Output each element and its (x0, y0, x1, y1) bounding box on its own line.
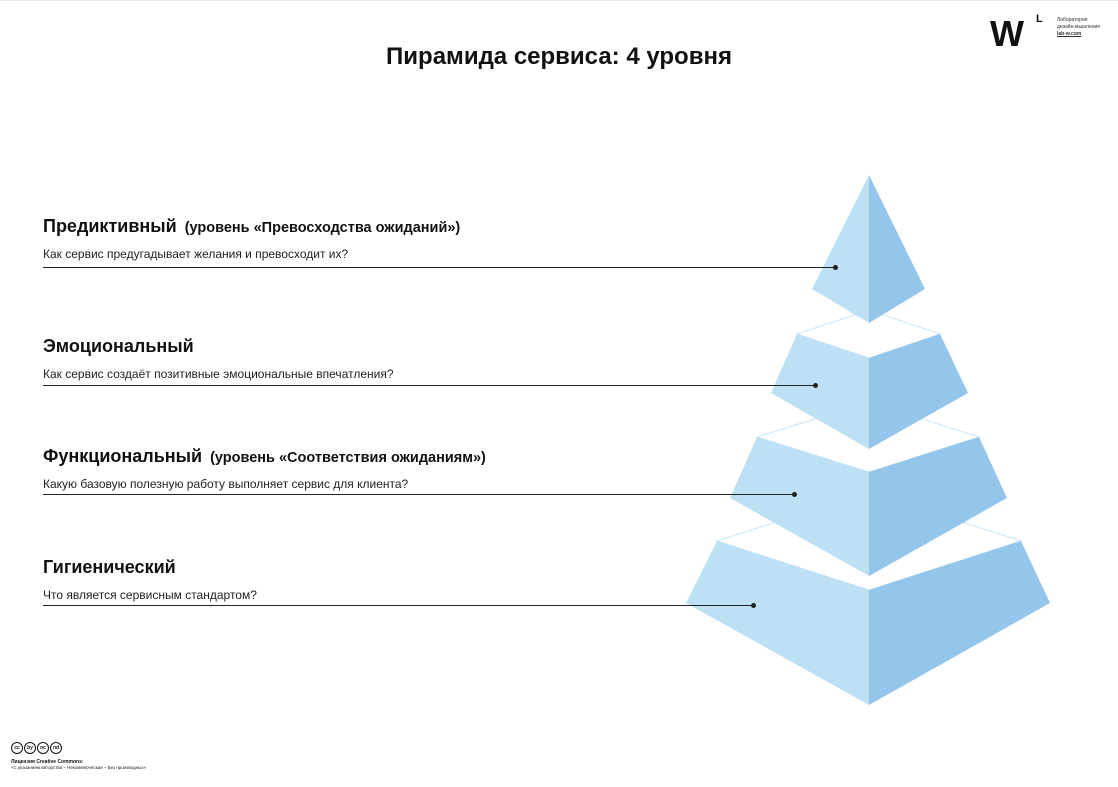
license-title: Лицензия Creative Commons: (11, 759, 84, 765)
level-title: Предиктивный (уровень «Превосходства ожид… (43, 216, 460, 237)
page-title: Пирамида сервиса: 4 уровня (386, 43, 732, 70)
cc-nd-icon: nd (50, 742, 62, 754)
level-functional: Функциональный (уровень «Соответствия ожи… (43, 446, 486, 491)
level-question: Как сервис создаёт позитивные эмоциональ… (43, 367, 394, 381)
logo: W L Лаборатория дизайн-мышления lab-w.co… (990, 14, 1100, 54)
level-hygienic: Гигиенический Что является сервисным ста… (43, 557, 257, 602)
level-name: Функциональный (43, 446, 203, 466)
level-title: Гигиенический (43, 557, 257, 578)
leader-line-functional (43, 494, 794, 495)
logo-line-1: Лаборатория (1057, 17, 1088, 23)
license-description: «С указанием авторства – Некоммерческая … (11, 765, 147, 770)
cc-icon: cc (11, 742, 23, 754)
pyramid-tier-predictive (812, 175, 925, 323)
level-predictive: Предиктивный (уровень «Превосходства ожид… (43, 216, 460, 261)
top-divider (0, 0, 1118, 1)
level-note: (уровень «Превосходства ожиданий») (184, 220, 461, 236)
level-name: Гигиенический (43, 557, 176, 577)
pyramid-tier-emotional (771, 309, 968, 449)
cc-by-icon: by (24, 742, 36, 754)
level-emotional: Эмоциональный Как сервис создаёт позитив… (43, 336, 394, 381)
logo-line-2: дизайн-мышления (1057, 24, 1101, 30)
leader-line-predictive (43, 267, 835, 268)
cc-nc-icon: nc (37, 742, 49, 754)
logo-mark: W (990, 13, 1024, 54)
license-block: cc by nc nd Лицензия Creative Commons: «… (11, 742, 251, 771)
level-note: (уровень «Соответствия ожиданиям») (210, 450, 486, 466)
level-title: Функциональный (уровень «Соответствия ожи… (43, 446, 486, 467)
level-question: Какую базовую полезную работу выполняет … (43, 477, 409, 491)
leader-dot-hygienic (751, 603, 756, 608)
level-name: Предиктивный (43, 216, 177, 236)
logo-url: lab-w.com (1057, 31, 1082, 37)
leader-dot-emotional (813, 383, 818, 388)
level-name: Эмоциональный (43, 336, 194, 356)
leader-dot-functional (792, 492, 797, 497)
level-question: Что является сервисным стандартом? (43, 588, 257, 602)
leader-dot-predictive (833, 265, 838, 270)
leader-line-emotional (43, 385, 815, 386)
leader-line-hygienic (43, 605, 753, 606)
level-title: Эмоциональный (43, 336, 394, 357)
cc-icons: cc by nc nd (11, 742, 251, 754)
logo-text: Лаборатория дизайн-мышления lab-w.com (1057, 17, 1100, 38)
level-question: Как сервис предугадывает желания и прево… (43, 247, 349, 261)
logo-superscript: L (1036, 13, 1043, 25)
